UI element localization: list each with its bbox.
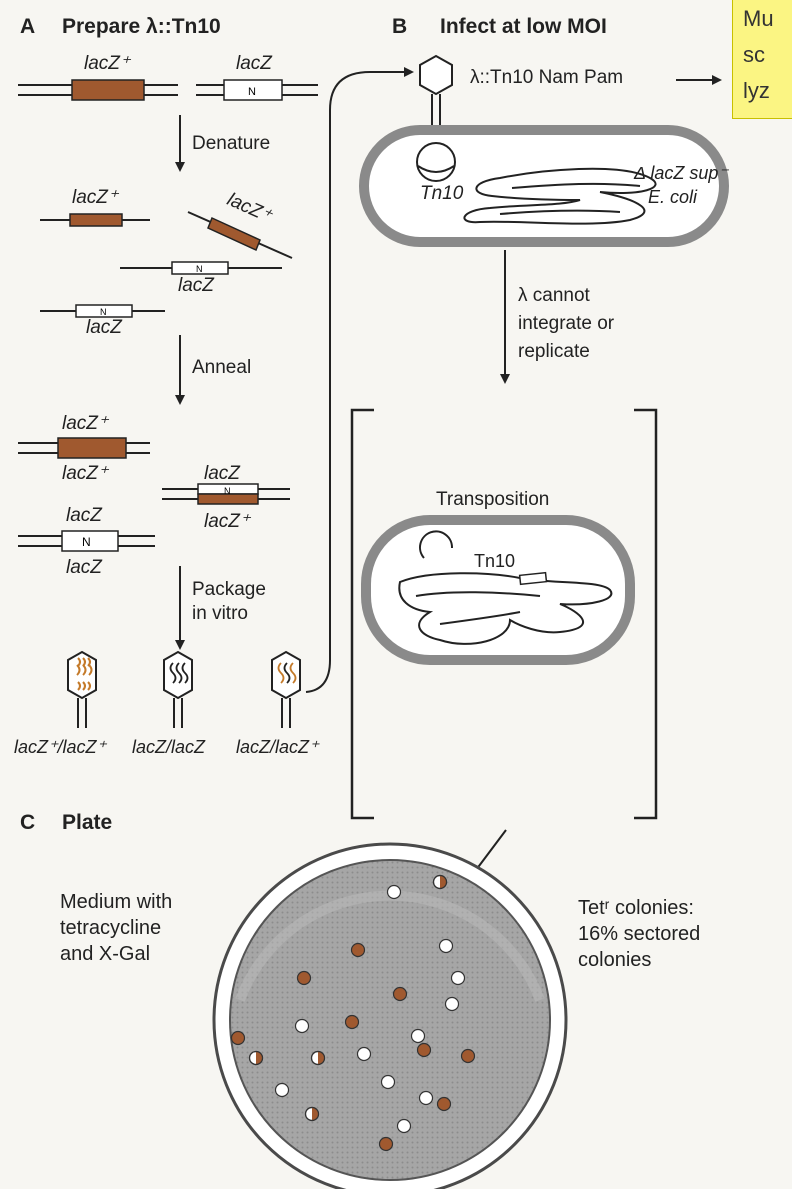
label-anneal: Anneal: [192, 358, 251, 377]
colony-white: [420, 1092, 433, 1105]
svg-text:N: N: [100, 307, 107, 317]
svg-text:N: N: [82, 535, 91, 549]
label-host-species: E. coli: [648, 188, 697, 206]
colony-white: [440, 940, 453, 953]
label-denature: Denature: [192, 134, 270, 153]
colony-white: [296, 1020, 309, 1033]
label-phage-1: lacZ⁺/lacZ⁺: [14, 738, 106, 756]
label-ss-lacz-2: lacZ: [86, 318, 122, 337]
colony-blue: [346, 1016, 359, 1029]
label-phage-2: lacZ/lacZ: [132, 738, 205, 756]
colony-blue: [462, 1050, 475, 1063]
colony-sectored: [306, 1108, 319, 1121]
label-medium-2: tetracycline: [60, 918, 161, 938]
ss-dna-lacz-1: N: [120, 262, 282, 274]
panel-a-letter: A: [20, 16, 35, 37]
label-phage-genotype: λ::Tn10 Nam Pam: [470, 68, 623, 87]
label-result-2: 16% sectored: [578, 924, 700, 944]
e-coli-cell-infection: [364, 130, 724, 242]
ds-dna-lacz-plus: [18, 80, 178, 100]
panel-c-title: Plate: [62, 812, 112, 833]
ds-dna-lacz: N: [196, 80, 318, 100]
panel-c-letter: C: [20, 812, 35, 833]
label-step-2: integrate or: [518, 314, 614, 333]
label-result-1: Tetʳ colonies:: [578, 898, 694, 918]
note-line-2: sc: [743, 44, 765, 66]
label-transposition: Transposition: [436, 490, 549, 509]
label-het-lacz-plus-b: lacZ⁺: [62, 464, 108, 483]
colony-sectored: [434, 876, 447, 889]
colony-blue: [380, 1138, 393, 1151]
label-step-3: replicate: [518, 342, 590, 361]
colony-white: [412, 1030, 425, 1043]
colony-sectored: [312, 1052, 325, 1065]
phage-lacz-lacz: [164, 652, 192, 728]
label-het-lacz-a: lacZ: [204, 464, 240, 483]
label-step-1: λ cannot: [518, 286, 590, 305]
label-het-lacz-plus-c: lacZ⁺: [204, 512, 250, 531]
phage-lacz-lacz-plus: [272, 652, 300, 728]
label-package: Package: [192, 580, 266, 599]
ss-dna-lacz-plus-2: [188, 212, 292, 258]
heteroduplex-lacz: N: [18, 531, 155, 551]
panel-b-letter: B: [392, 16, 407, 37]
svg-text:N: N: [248, 86, 256, 98]
label-lacz-plus-top: lacZ⁺: [84, 54, 130, 73]
label-medium-1: Medium with: [60, 892, 172, 912]
ss-dna-lacz-plus-1: [40, 214, 150, 226]
colony-white: [452, 972, 465, 985]
sticky-note: Mu sc lyz: [732, 0, 792, 119]
label-result-3: colonies: [578, 950, 651, 970]
label-ss-lacz-plus-1: lacZ⁺: [72, 188, 118, 207]
panel-a-title: Prepare λ::Tn10: [62, 16, 221, 37]
label-tn10-cell-2: Tn10: [474, 552, 515, 570]
label-lacz-top: lacZ: [236, 54, 272, 73]
note-line-3: lyz: [743, 80, 770, 102]
colony-blue: [438, 1098, 451, 1111]
colony-white: [388, 886, 401, 899]
colony-white: [398, 1120, 411, 1133]
label-phage-3: lacZ/lacZ⁺: [236, 738, 319, 756]
colony-blue: [352, 944, 365, 957]
phage-lacz-plus-lacz-plus: [68, 652, 96, 728]
label-medium-3: and X-Gal: [60, 944, 150, 964]
label-tn10-cell-1: Tn10: [420, 184, 463, 203]
e-coli-cell-transposition: [366, 520, 630, 660]
label-host-genotype: Δ lacZ sup⁻: [634, 164, 728, 182]
colony-white: [446, 998, 459, 1011]
label-het-lacz-plus-a: lacZ⁺: [62, 414, 108, 433]
colony-blue: [394, 988, 407, 1001]
ss-dna-lacz-2: N: [40, 305, 165, 317]
heteroduplex-mixed: N: [162, 484, 290, 504]
label-in-vitro: in vitro: [192, 604, 248, 623]
label-het-lacz-c: lacZ: [66, 558, 102, 577]
colony-white: [358, 1048, 371, 1061]
panel-b-title: Infect at low MOI: [440, 16, 607, 37]
svg-text:N: N: [224, 486, 231, 496]
label-het-lacz-b: lacZ: [66, 506, 102, 525]
colony-blue: [418, 1044, 431, 1057]
colony-sectored: [250, 1052, 263, 1065]
colony-blue: [232, 1032, 245, 1045]
colony-white: [382, 1076, 395, 1089]
label-ss-lacz-1: lacZ: [178, 276, 214, 295]
note-line-1: Mu: [743, 8, 774, 30]
svg-text:N: N: [196, 264, 203, 274]
colony-white: [276, 1084, 289, 1097]
infecting-phage: [420, 56, 452, 130]
heteroduplex-lacz-plus: [18, 438, 150, 458]
colony-blue: [298, 972, 311, 985]
